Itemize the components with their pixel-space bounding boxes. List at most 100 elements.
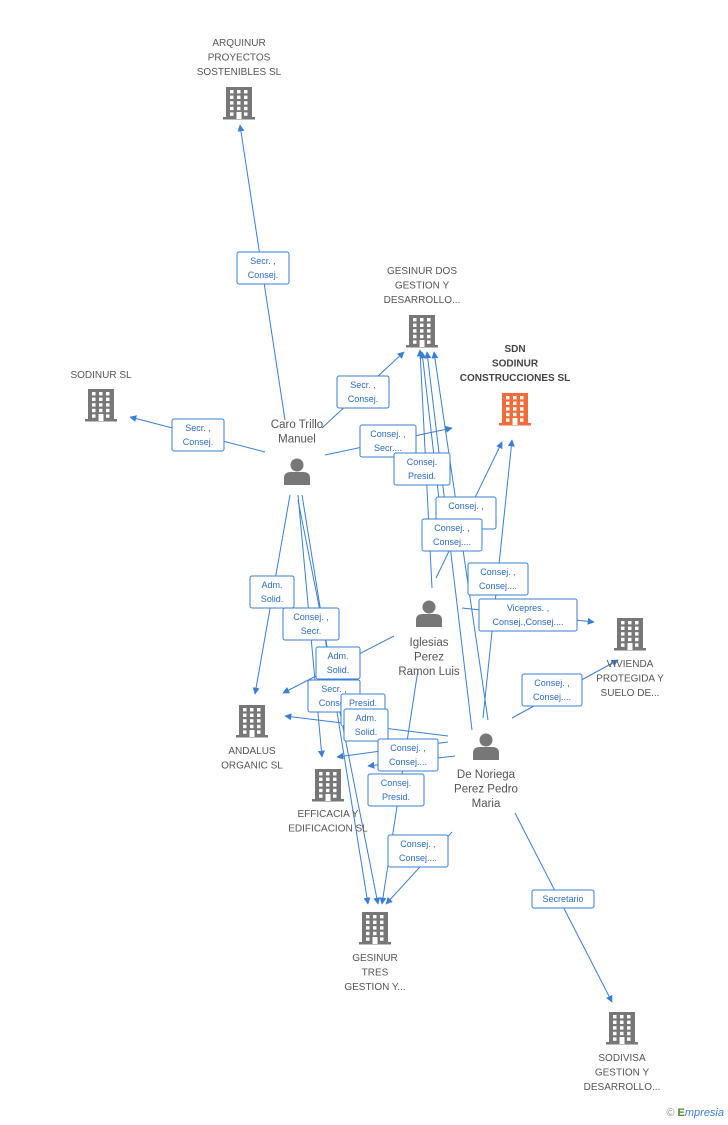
role-text: Vicepres. , [507, 603, 549, 613]
roles-layer: Secr. , Consej. Secr. , Consej. Secr. , Conse… [171, 251, 595, 909]
role-text: Presid. [349, 698, 377, 708]
person-label: Caro Trillo [271, 419, 323, 431]
company-label: EFFICACIA Y [298, 809, 359, 820]
company-node-vivienda[interactable]: VIVIENDA PROTEGIDA Y SUELO DE... [596, 618, 664, 699]
person-label: Perez [414, 652, 444, 664]
building-icon [312, 769, 344, 802]
role-text: Consej. , [434, 523, 470, 533]
role-text: Secr.... [374, 443, 402, 453]
person-label: Perez Pedro [454, 784, 518, 796]
role-label-r16[interactable]: Consej. , Consej.... [377, 738, 439, 772]
role-text: Adm. [355, 713, 376, 723]
company-label: GESINUR DOS [387, 266, 457, 277]
role-text: Solid. [261, 594, 284, 604]
company-label: PROTEGIDA Y [596, 674, 664, 685]
company-label: ARQUINUR [212, 38, 265, 49]
building-icon [406, 315, 438, 348]
person-icon [284, 458, 310, 485]
company-label: SODIVISA [598, 1053, 646, 1064]
role-text: Consej. [348, 394, 379, 404]
role-text: Consej. , [390, 743, 426, 753]
building-icon [499, 393, 531, 426]
role-label-r7[interactable]: Consej. , Consej.... [421, 518, 483, 552]
company-node-sodinur[interactable]: SODINUR SL [70, 370, 132, 422]
building-icon [606, 1012, 638, 1045]
role-label-r3[interactable]: Secr. , Consej. [171, 418, 225, 452]
role-text: Consej. , [480, 567, 516, 577]
brand-name: mpresia [684, 1107, 724, 1119]
role-label-r9[interactable]: Vicepres. , Consej.,Consej.... [478, 598, 578, 632]
company-label: SUELO DE... [601, 688, 660, 699]
role-text: Secr. , [185, 423, 211, 433]
role-label-r12[interactable]: Adm. Solid. [315, 646, 361, 680]
role-label-r10[interactable]: Adm. Solid. [249, 575, 295, 609]
role-text: Consej. , [400, 839, 436, 849]
role-label-r8[interactable]: Consej. , Consej.... [467, 562, 529, 596]
company-label: SODINUR [492, 359, 539, 370]
role-text: Solid. [355, 727, 378, 737]
building-icon [223, 87, 255, 120]
company-label: GESINUR [352, 953, 398, 964]
role-text: Consej. [248, 270, 279, 280]
company-label: ORGANIC SL [221, 761, 283, 772]
role-text: Consej. , [370, 429, 406, 439]
company-label: VIVIENDA [607, 659, 654, 670]
role-text: Consej.... [399, 853, 437, 863]
role-text: Secr. , [350, 380, 376, 390]
role-label-r20[interactable]: Secretario [531, 889, 595, 909]
role-label-r5[interactable]: Consej.Presid. [393, 452, 451, 486]
company-label: GESTION Y... [344, 982, 405, 993]
role-text: Secretario [542, 894, 583, 904]
edges-layer [129, 124, 619, 1003]
role-text: Consej. [183, 437, 214, 447]
person-label: Maria [472, 798, 501, 810]
role-label-r18[interactable]: Consej. , Consej.... [521, 673, 583, 707]
role-text: Secr. , [321, 684, 347, 694]
company-label: SOSTENIBLES SL [197, 67, 282, 78]
role-text: Consej.... [533, 692, 571, 702]
company-node-andalus[interactable]: ANDALUS ORGANIC SL [221, 705, 283, 772]
role-text: Consej.... [479, 581, 517, 591]
company-label: DESARROLLO... [584, 1082, 661, 1093]
role-label-r4[interactable]: Consej. , Secr.... [359, 424, 417, 458]
building-icon [359, 912, 391, 945]
person-label: Manuel [278, 434, 316, 446]
role-text: Consej.... [433, 537, 471, 547]
role-label-r1[interactable]: Secr. , Consej. [236, 251, 290, 285]
role-text: Adm. [327, 651, 348, 661]
role-label-r2[interactable]: Secr. , Consej. [336, 375, 390, 409]
role-text: Consej.... [389, 757, 427, 767]
company-label: SDN [504, 344, 525, 355]
role-text: Solid. [327, 665, 350, 675]
role-text: Presid. [382, 792, 410, 802]
company-label: ANDALUS [228, 746, 276, 757]
role-text: Consej.,Consej.... [492, 617, 563, 627]
role-label-r11[interactable]: Consej. ,Secr. [282, 607, 340, 641]
role-label-r19[interactable]: Consej. , Consej.... [387, 834, 449, 868]
role-text: Consej. , [534, 678, 570, 688]
role-text: Secr. , [250, 256, 276, 266]
company-node-efficacia[interactable]: EFFICACIA Y EDIFICACION SL [288, 769, 368, 835]
role-text: Secr. [301, 626, 322, 636]
role-text: Consej. , [448, 501, 484, 511]
footer-brand[interactable]: © Empresia [666, 1107, 724, 1119]
company-label: TRES [362, 968, 389, 979]
role-label-r15[interactable]: Adm. Solid. [343, 708, 389, 742]
person-label: Ramon Luis [398, 666, 460, 678]
person-icon [416, 600, 442, 627]
brand-initial: E [677, 1107, 685, 1119]
company-label: EDIFICACION SL [288, 824, 368, 835]
company-node-gesinur-tres[interactable]: GESINUR TRES GESTION Y... [344, 912, 406, 993]
role-label-r17[interactable]: Consej.Presid. [367, 773, 425, 807]
person-label: De Noriega [457, 769, 516, 781]
role-text: Adm. [261, 580, 282, 590]
